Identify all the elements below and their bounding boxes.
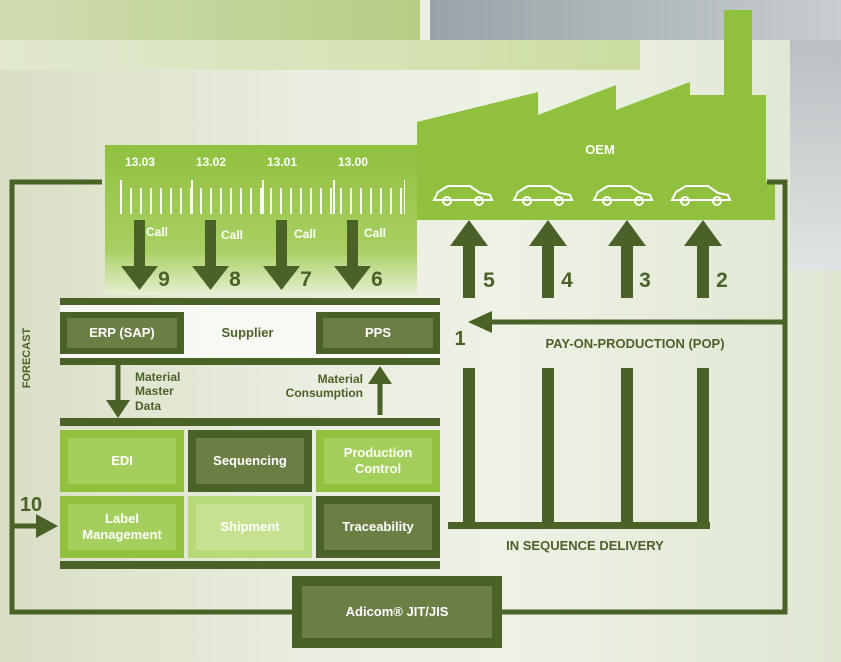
material-consumption-label: Material Consumption <box>285 372 363 401</box>
call-label: Call <box>364 225 387 240</box>
timeline-tick-label: 13.00 <box>337 154 369 169</box>
product-label: Adicom® JIT/JIS <box>302 586 492 638</box>
input-number: 10 <box>19 494 43 516</box>
input-arrowhead <box>36 514 58 538</box>
background-photo-right <box>790 40 841 270</box>
module-shipment-label: Shipment <box>196 504 304 550</box>
call-label: Call <box>294 226 317 241</box>
forecast-loop-line <box>9 179 292 615</box>
car-icon <box>432 185 494 206</box>
module-production-control-label: Production Control <box>324 438 432 484</box>
car-icon <box>512 185 574 206</box>
timeline-tick-label: 13.01 <box>266 154 298 169</box>
module-frame-bottom <box>60 561 440 569</box>
module-frame-top <box>60 418 440 426</box>
oem-arrow-number: 5 <box>483 269 495 293</box>
isd-label: IN SEQUENCE DELIVERY <box>506 538 664 554</box>
oem-arrow-number: 4 <box>561 269 573 293</box>
pop-arrowhead <box>468 311 492 333</box>
material-master-label: Material Master Data <box>135 370 181 413</box>
call-label: Call <box>221 227 244 242</box>
pop-loop-line <box>502 179 788 615</box>
call-number: 8 <box>229 268 241 292</box>
module-sequencing-label: Sequencing <box>196 438 304 484</box>
car-icon <box>670 185 732 206</box>
car-icon <box>592 185 654 206</box>
call-number: 7 <box>300 268 312 292</box>
pop-label: PAY-ON-PRODUCTION (POP) <box>545 336 725 352</box>
oem-up-arrows <box>450 220 722 298</box>
module-label-management-label: Label Management <box>68 504 176 550</box>
timeline-ruler-major <box>120 180 405 214</box>
in-sequence-delivery-lines <box>448 368 710 529</box>
background-band-mid <box>0 40 640 70</box>
pps-label: PPS <box>323 318 433 348</box>
call-number: 6 <box>371 268 383 292</box>
module-edi-label: EDI <box>68 438 176 484</box>
supplier-label: Supplier <box>221 325 274 341</box>
forecast-label: FORECAST <box>21 327 34 389</box>
oem-label: OEM <box>585 142 615 158</box>
oem-arrow-number: 3 <box>639 269 651 293</box>
timeline-tick-label: 13.03 <box>124 154 156 169</box>
call-label: Call <box>146 224 169 239</box>
oem-arrow-number: 2 <box>716 269 728 293</box>
module-traceability-label: Traceability <box>324 504 432 550</box>
call-arrows <box>121 220 371 290</box>
material-consumption-arrowhead <box>368 366 392 384</box>
call-number: 9 <box>158 268 170 292</box>
material-master-arrowhead <box>106 400 130 418</box>
pop-number: 1 <box>454 328 466 350</box>
car-icons <box>432 185 732 206</box>
supplier-bar-bottom <box>60 358 440 365</box>
timeline-tick-label: 13.02 <box>195 154 227 169</box>
background-photo-top <box>430 0 841 40</box>
oem-factory-icon <box>417 10 775 220</box>
supplier-bar-top <box>60 298 440 305</box>
background-band-top <box>0 0 420 40</box>
erp-label: ERP (SAP) <box>67 318 177 348</box>
